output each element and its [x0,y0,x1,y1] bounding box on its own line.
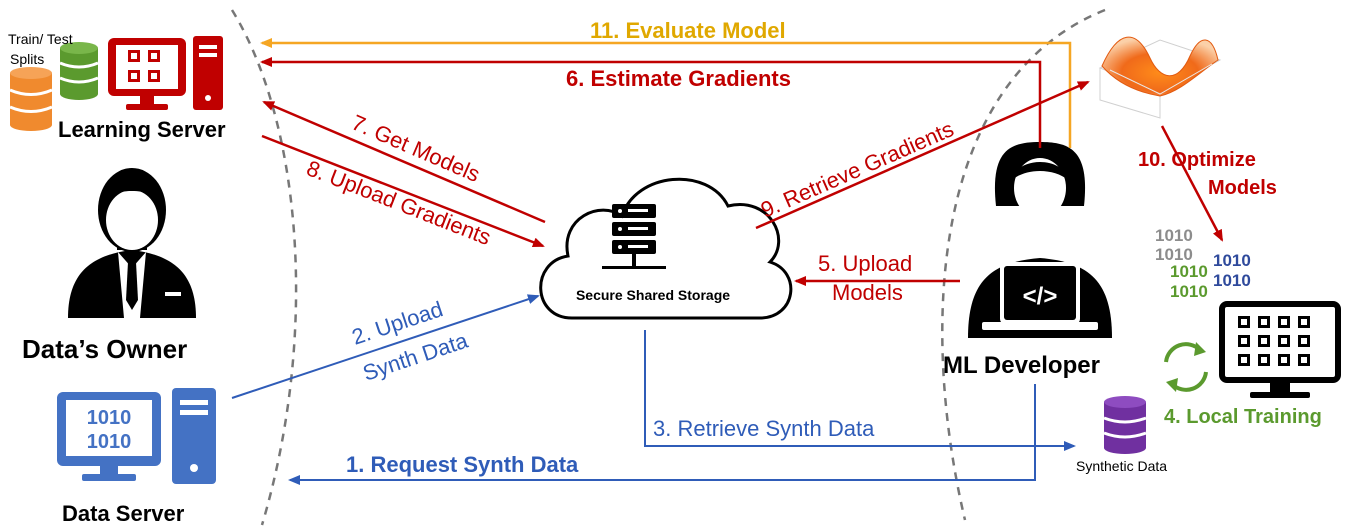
arrow-upload-synth-data [231,294,540,399]
arrow-evaluate-model [260,38,1072,148]
arrow-retrieve-gradients [755,80,1090,230]
secure-storage-cloud-icon [539,177,793,320]
step-6-label: 6. Estimate Gradients [566,66,791,91]
step-7-label: 7. Get Models [348,110,484,187]
train-test-label-1: Train/ Test [8,31,73,47]
binary-blue-2: 1010 [1213,271,1251,290]
binary-gray-1: 1010 [1155,226,1193,245]
code-icon: </> [1023,283,1058,310]
loss-surface-icon [1090,20,1222,119]
ml-developer-label: ML Developer [943,352,1100,379]
data-owner-label: Data’s Owner [22,334,187,364]
server-rack-icon [602,204,666,269]
data-server-binary-2: 1010 [87,431,132,453]
step-10-label-2: Models [1208,177,1277,199]
data-server-icon: 1010 1010 [57,388,216,484]
arrow-optimize-models [1160,125,1224,242]
secure-storage-label: Secure Shared Storage [576,287,730,303]
step-11-label: 11. Evaluate Model [590,18,786,43]
binary-green-1: 1010 [1170,262,1208,281]
step-5-label-1: 5. Upload [818,251,912,276]
data-owner-icon [68,168,196,318]
left-boundary-curve [230,9,298,526]
synthetic-data-label: Synthetic Data [1076,458,1167,474]
arrow-estimate-gradients [260,57,1042,148]
data-server-label: Data Server [62,501,185,526]
refresh-cycle-icon [1164,342,1208,392]
learning-server-label: Learning Server [58,117,226,142]
synthetic-database-icon [1103,396,1147,454]
step-10-label-1: 10. Optimize [1138,149,1256,171]
binary-blue-1: 1010 [1213,251,1251,270]
arrow-get-models [262,100,546,224]
local-training-label: 4. Local Training [1164,406,1322,428]
test-database-icon [59,42,99,100]
model-binary-icon: 1010 1010 1010 1010 1010 1010 [1155,226,1251,301]
step-1-label: 1. Request Synth Data [346,452,579,477]
data-server-binary-1: 1010 [87,407,132,429]
train-test-label-2: Splits [10,51,44,67]
right-boundary-curve [941,8,1106,521]
step-5-label-2: Models [832,280,903,305]
arrow-upload-gradients [261,134,545,248]
train-database-icon [9,67,53,131]
step-3-label: 3. Retrieve Synth Data [653,416,875,441]
arrow-retrieve-synth-data [644,330,1076,451]
binary-green-2: 1010 [1170,282,1208,301]
local-training-monitor-icon [1219,301,1341,398]
binary-gray-2: 1010 [1155,245,1193,264]
step-9-label: 9. Retrieve Gradients [757,116,957,222]
learning-server-icon [108,36,223,110]
arrow-request-synth-data [288,384,1036,485]
ml-developer-icon: </> [968,142,1112,338]
